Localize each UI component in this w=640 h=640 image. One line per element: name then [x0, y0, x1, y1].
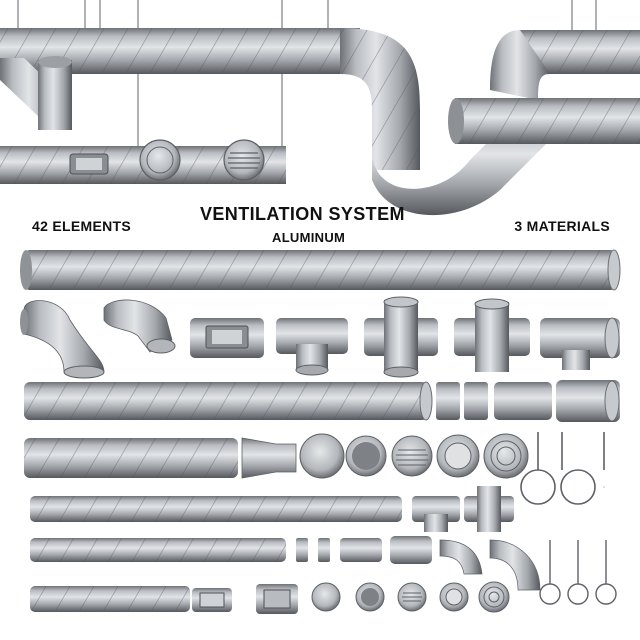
page-title: VENTILATION SYSTEM: [200, 204, 405, 224]
elements-count-label: 42 ELEMENTS: [32, 218, 131, 234]
spiral-pipe-6: [30, 586, 190, 612]
cross-fitting: [364, 296, 438, 378]
hanger-clamps: [520, 432, 605, 505]
small-hanger-clamps: [539, 540, 617, 605]
small-duct-with-grille: [192, 588, 232, 612]
reducer: [241, 437, 297, 479]
medium-spiral-pipe: [24, 381, 433, 421]
materials-count-label: 3 MATERIALS: [514, 218, 610, 234]
small-cross: [464, 486, 514, 532]
reducer-tee: [540, 317, 620, 370]
spiral-pipe-4: [30, 496, 402, 522]
small-tee: [412, 496, 460, 532]
duct-with-rect-grille: [190, 318, 264, 358]
material-label: ALUMINUM: [272, 230, 346, 245]
small-end-caps: [311, 581, 510, 613]
small-couplings: [296, 536, 432, 564]
small-coupling-grille: [256, 584, 298, 614]
coupling-short: [436, 382, 488, 420]
end-caps-row: [299, 433, 529, 479]
spiral-pipe-5: [30, 538, 286, 562]
tee-fitting-2: [454, 298, 530, 372]
elbow-45: [103, 299, 176, 354]
spiral-pipe-3: [24, 438, 238, 478]
nipple-coupling: [494, 380, 620, 422]
tee-fitting: [276, 318, 348, 376]
elbow-90: [20, 300, 105, 379]
installed-duct-system: [0, 0, 640, 216]
long-spiral-pipe: [20, 249, 621, 291]
small-elbows: [439, 539, 541, 591]
